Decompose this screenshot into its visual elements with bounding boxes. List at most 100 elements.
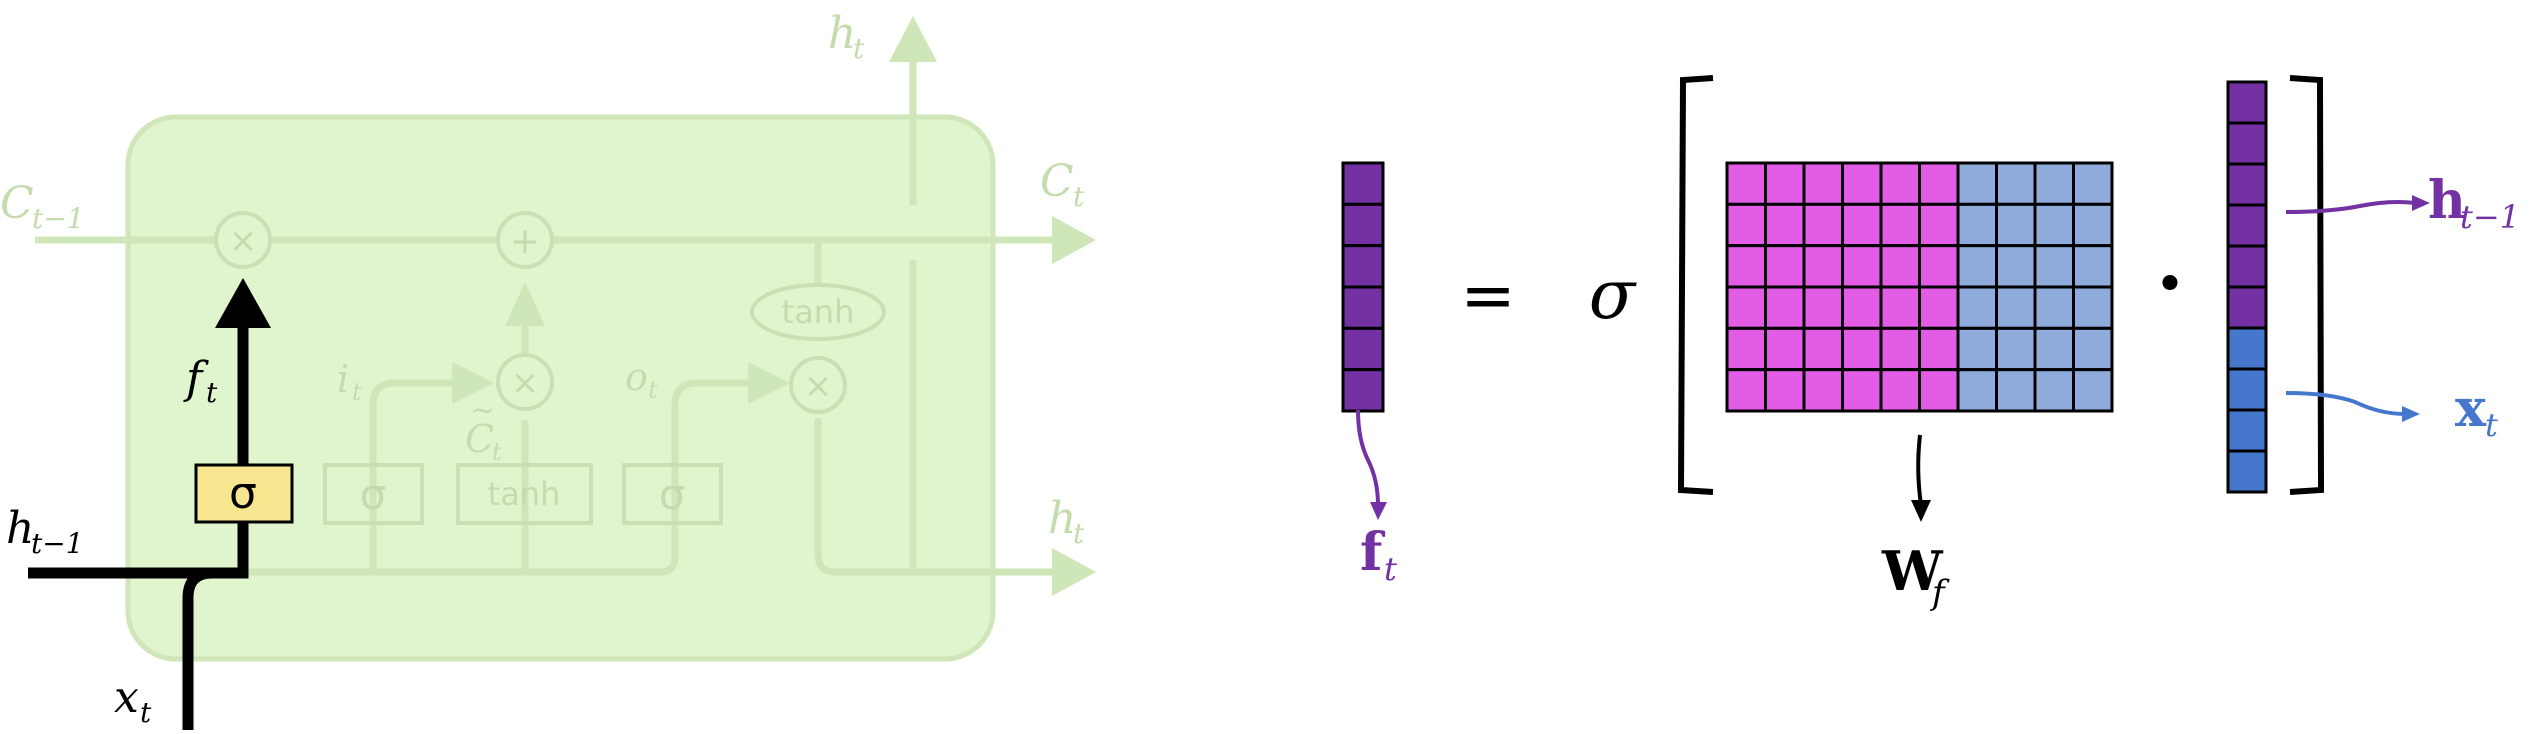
weight-cell-hidden (1764, 368, 1806, 413)
output-gate-sub: t (648, 376, 658, 404)
forget-vector-cell (1341, 368, 1385, 413)
concat-vector (2226, 80, 2268, 494)
weight-cell-input (1956, 285, 1998, 330)
input-gate-line (369, 379, 455, 572)
concat-cell-input (2226, 367, 2268, 412)
forget-output-arrowhead (215, 278, 271, 328)
concat-cell-input (2226, 408, 2268, 453)
input-gate-label: i (337, 357, 349, 401)
concat-cell-hidden (2226, 80, 2268, 125)
lstm-cell-box (125, 114, 996, 662)
concat-cell-input (2226, 326, 2268, 371)
input-sigma-gate (323, 463, 424, 525)
weight-cell-input (2033, 368, 2075, 413)
dot-product-symbol: • (2155, 255, 2186, 315)
weight-cell-hidden (1841, 285, 1883, 330)
forget-vector-cell (1341, 285, 1385, 330)
weight-cell-input (2033, 202, 2075, 248)
weight-cell-input (2072, 202, 2114, 248)
weight-cell-input (2033, 285, 2075, 330)
lstm-cell-diagram: × + × × tanh σ tanh σ i t o t ~ C t C t−… (0, 8, 1096, 730)
forget-input-path-x[interactable] (182, 567, 213, 730)
weight-cell-hidden (1764, 202, 1806, 248)
weight-cell-hidden (1879, 326, 1921, 372)
cell-state-arrowhead (1052, 216, 1096, 264)
weight-cell-input (2072, 244, 2114, 289)
hidden-annotation-label: h (2428, 170, 2466, 231)
prev-hidden-label: h (6, 503, 34, 554)
weight-cell-hidden (1918, 368, 1960, 413)
weight-cell-hidden (1725, 285, 1767, 330)
forget-vector-cell (1341, 326, 1385, 372)
weight-matrix (1725, 161, 2114, 413)
sigma-function: σ (1589, 256, 1637, 335)
concat-cell-hidden (2226, 162, 2268, 207)
weight-cell-hidden (1879, 368, 1921, 413)
candidate-to-plus-arrowhead (505, 282, 545, 326)
forget-sigma-gate[interactable] (194, 463, 294, 524)
prev-cell-state-label: C (0, 178, 34, 229)
concat-cell-hidden (2226, 285, 2268, 330)
hidden-annotation-arrowhead (2412, 195, 2430, 211)
input-sigma-label: σ (360, 470, 387, 519)
weight-cell-hidden (1802, 285, 1844, 330)
weight-cell-hidden (1802, 244, 1844, 289)
right-hidden-sub: t (1073, 517, 1085, 550)
top-hidden-label: h (828, 8, 856, 59)
candidate-tilde: ~ (470, 393, 495, 428)
weight-cell-input (1995, 161, 2037, 206)
prev-cell-state-sub: t−1 (32, 202, 85, 235)
input-multiply-symbol: × (511, 363, 540, 403)
weight-cell-input (1956, 161, 1998, 206)
weight-cell-hidden (1879, 244, 1921, 289)
concat-cell-hidden (2226, 203, 2268, 248)
left-bracket (1677, 75, 1714, 495)
weight-arrow-line (1916, 434, 1923, 506)
weight-cell-input (1995, 368, 2037, 413)
weight-cell-hidden (1841, 161, 1883, 206)
input-gate-arrowhead (452, 362, 494, 404)
add-circle (496, 211, 554, 269)
output-sigma-label: σ (659, 470, 686, 519)
hidden-annotation-sub: t−1 (2460, 198, 2520, 236)
candidate-tanh-gate (456, 463, 593, 525)
output-multiply-circle (789, 356, 847, 414)
forget-vector-cell (1341, 202, 1385, 248)
weight-cell-hidden (1764, 161, 1806, 206)
weight-cell-input (2072, 368, 2114, 413)
weight-cell-input (1956, 244, 1998, 289)
weight-cell-hidden (1841, 326, 1883, 372)
cell-state-output-sub: t (1073, 180, 1085, 213)
equals-sign: = (1460, 257, 1515, 334)
weight-cell-hidden (1802, 202, 1844, 248)
forget-vector-cell (1341, 244, 1385, 289)
tanh-ellipse (750, 283, 886, 341)
forget-vector-sub: t (1384, 550, 1397, 588)
forget-vector-arrow-line (1356, 409, 1380, 506)
output-gate-arrowhead (748, 362, 790, 404)
forget-vector (1341, 161, 1385, 413)
forget-multiply-circle (214, 211, 272, 269)
forget-sigma-label: σ (229, 468, 257, 519)
input-annotation-arrowhead (2402, 406, 2420, 422)
weight-cell-hidden (1841, 202, 1883, 248)
input-annotation-line (2285, 391, 2406, 416)
forget-vector-arrowhead (1370, 502, 1387, 520)
input-x-sub: t (140, 696, 152, 729)
hidden-annotation-line (2285, 200, 2416, 214)
weight-cell-hidden (1841, 368, 1883, 413)
weight-cell-input (1995, 244, 2037, 289)
weight-cell-hidden (1918, 285, 1960, 330)
weight-cell-input (2072, 161, 2114, 206)
concat-cell-hidden (2226, 244, 2268, 289)
weight-cell-hidden (1918, 326, 1960, 372)
forget-input-path-h[interactable] (28, 520, 249, 579)
weight-cell-hidden (1725, 161, 1767, 206)
candidate-label: C (465, 417, 494, 461)
forget-vector-label: f (1360, 522, 1386, 583)
input-annotation-label: x (2455, 378, 2487, 439)
right-bracket (2289, 75, 2325, 495)
add-symbol: + (510, 221, 540, 262)
weight-cell-input (2033, 161, 2075, 206)
